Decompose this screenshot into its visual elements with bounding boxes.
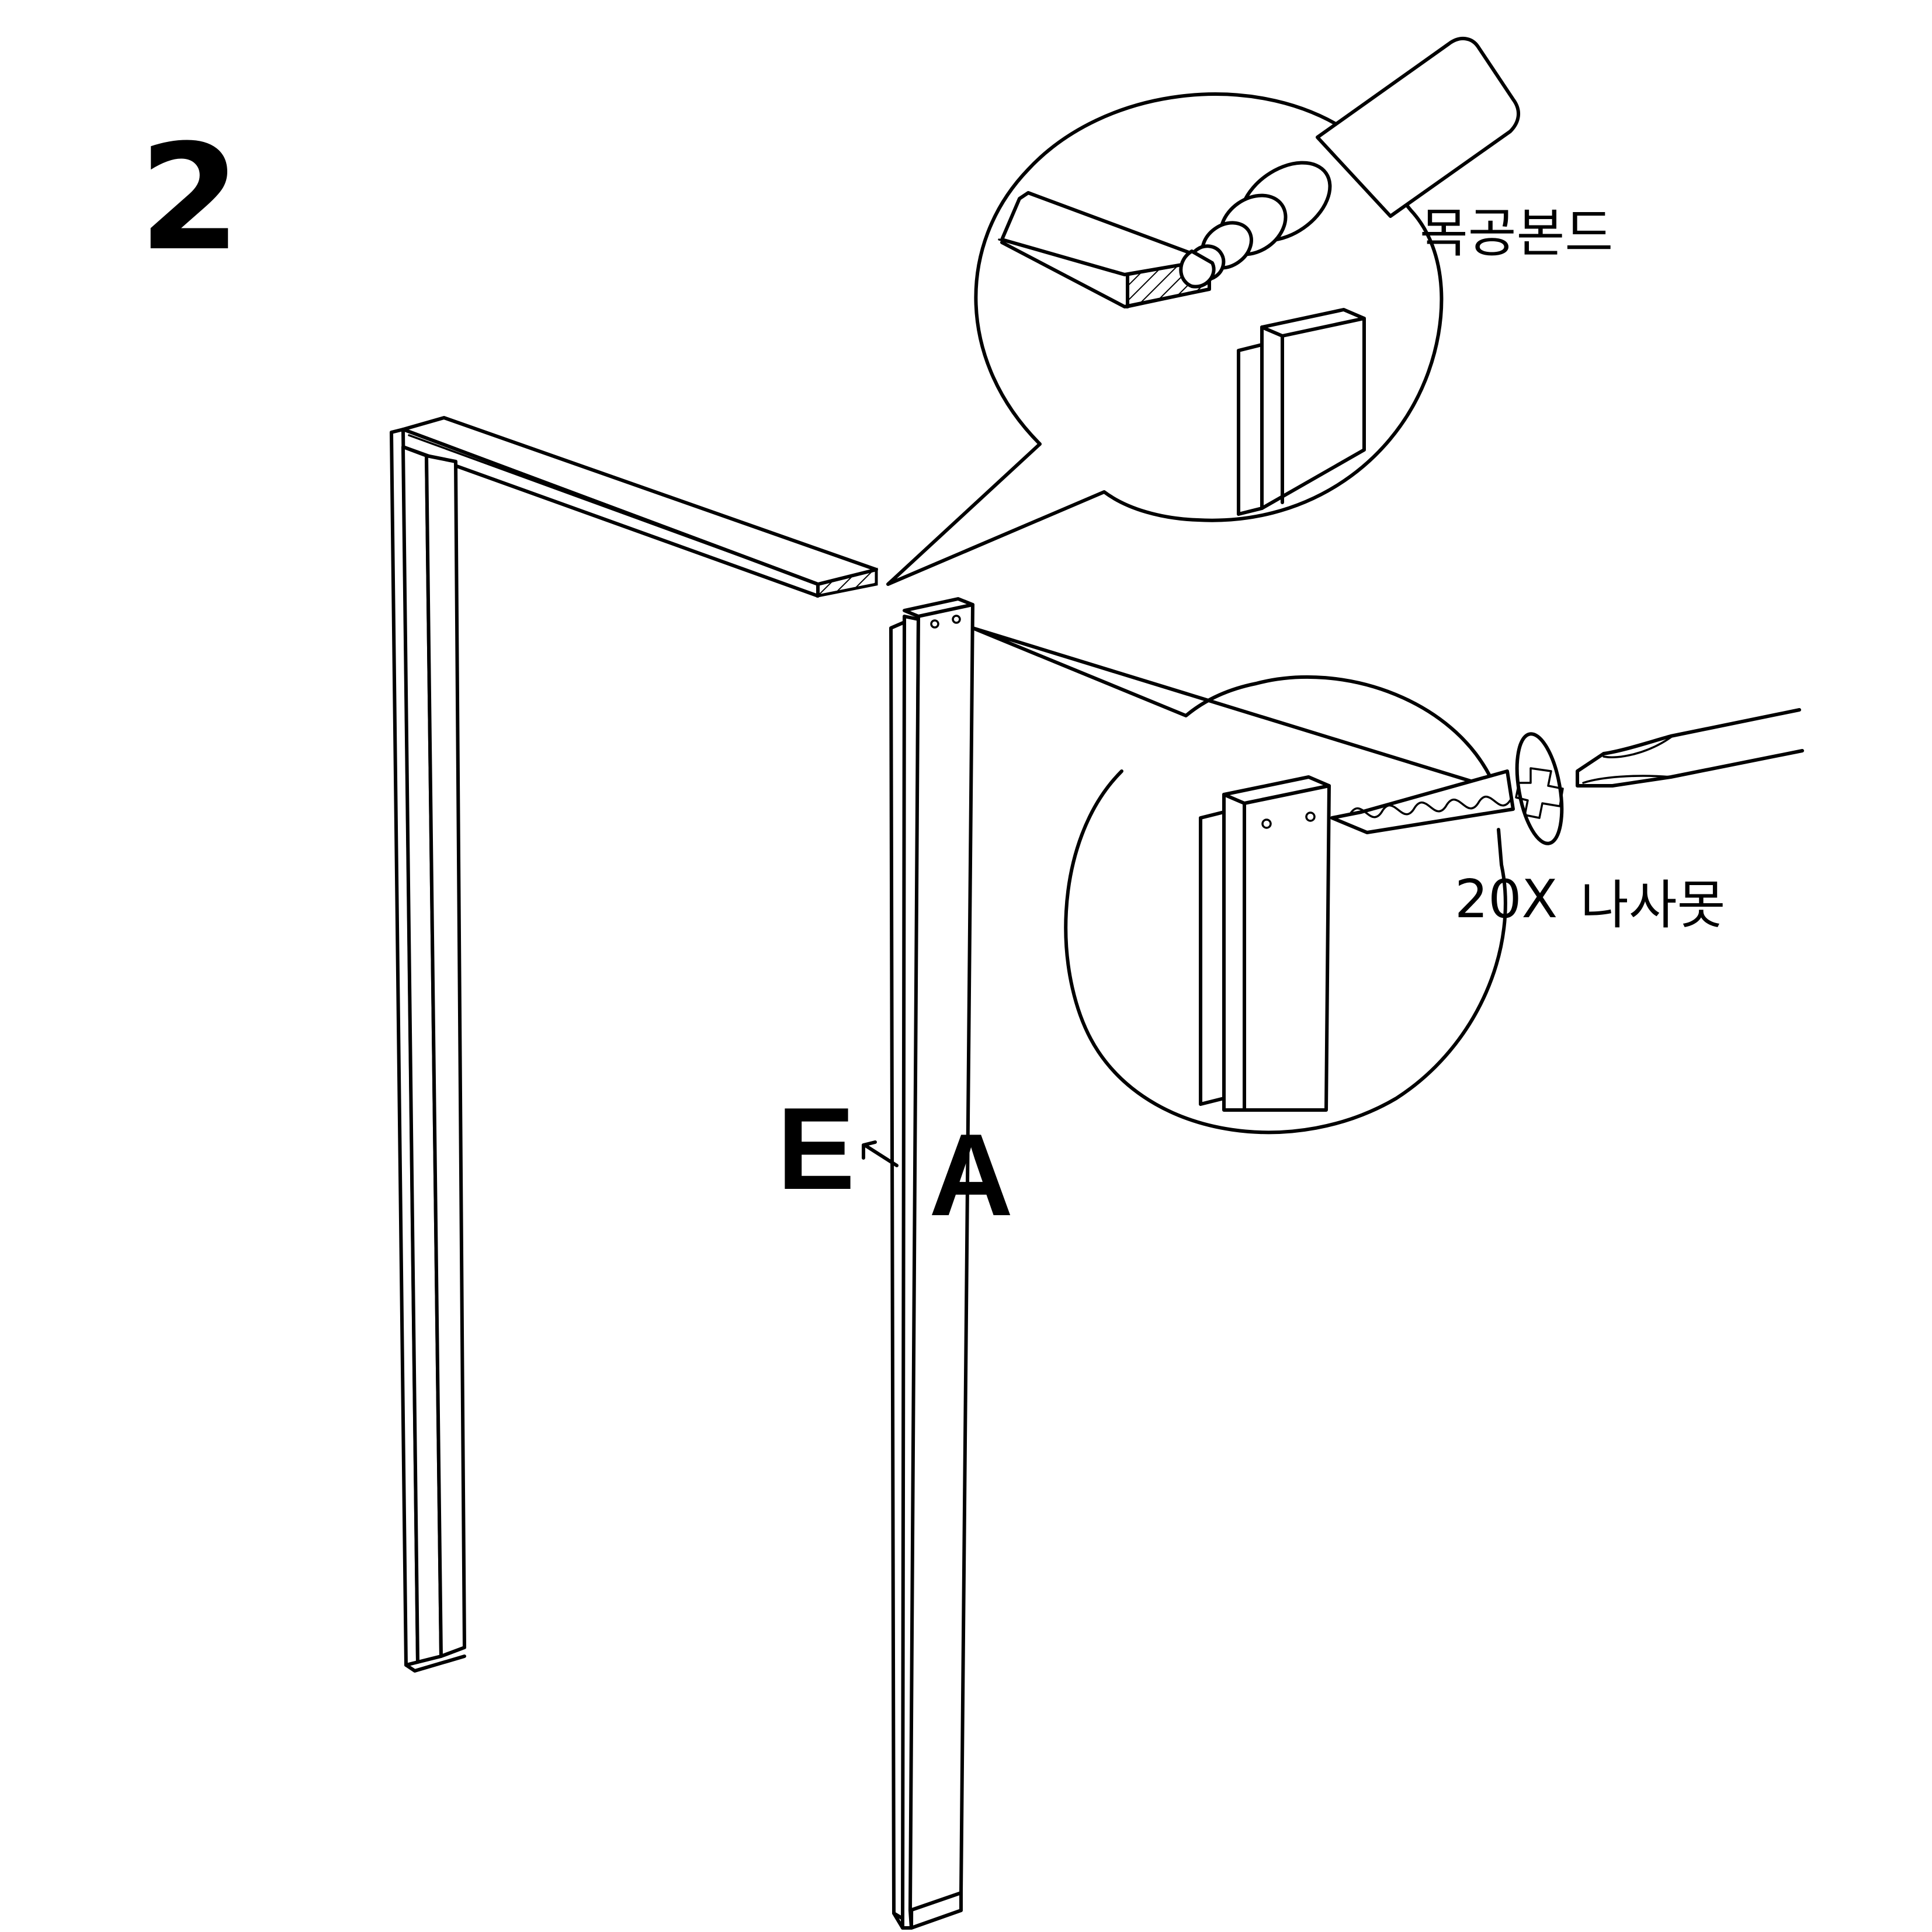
screw-callout: 20X 나사못 [971, 626, 1804, 1135]
screwdriver-icon [1576, 708, 1804, 788]
screw-icon [1330, 732, 1564, 845]
post-a [889, 597, 974, 1930]
label-pointer [862, 1140, 899, 1167]
glue-bottle-icon [1179, 37, 1521, 289]
top-rail [401, 416, 878, 586]
part-label-e: E [777, 1084, 855, 1214]
glue-label: 목공본드 [1420, 203, 1613, 264]
screw-quantity: 20X [1455, 869, 1558, 930]
glue-callout: 목공본드 [886, 37, 1613, 586]
screw-label: 나사못 [1580, 875, 1725, 936]
left-frame [390, 416, 878, 1673]
part-label-a: A [929, 1110, 1013, 1240]
rail-end-hatch [816, 567, 878, 598]
step-number: 2 [139, 113, 241, 283]
